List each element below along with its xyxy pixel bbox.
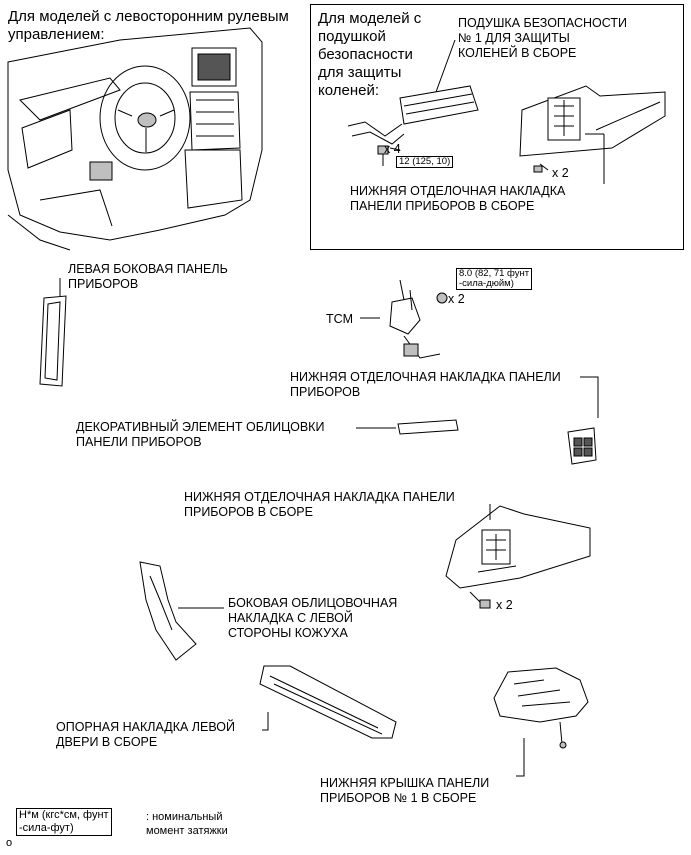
inset-lower-finish-panel-part: [519, 85, 666, 184]
inset-screw-count: x 2: [552, 166, 569, 180]
ornament-label: ДЕКОРАТИВНЫЙ ЭЛЕМЕНТ ОБЛИЦОВКИ ПАНЕЛИ ПР…: [76, 420, 325, 449]
tcm-bolt-count: x 2: [448, 292, 465, 306]
inset-torque-label: 12 (125, 10): [396, 156, 454, 168]
door-scuff-label: ОПОРНАЯ НАКЛАДКА ЛЕВОЙ ДВЕРИ В СБОРЕ: [56, 720, 235, 749]
legend-box: Н*м (кгс*см, фунт -сила-фут): [16, 808, 112, 836]
knee-airbag-label: ПОДУШКА БЕЗОПАСНОСТИ № 1 ДЛЯ ЗАЩИТЫ КОЛЕ…: [458, 16, 627, 60]
left-side-panel-label: ЛЕВАЯ БОКОВАЯ ПАНЕЛЬ ПРИБОРОВ: [68, 262, 228, 291]
under-cover-label: НИЖНЯЯ КРЫШКА ПАНЕЛИ ПРИБОРОВ № 1 В СБОР…: [320, 776, 490, 805]
lower-finish-panel-part: [567, 376, 599, 465]
ornament-part: [356, 419, 459, 435]
tcm-torque-label: 8.0 (82, 71 фунт -сила-дюйм): [456, 268, 533, 290]
under-cover-part: [493, 667, 589, 777]
knee-airbag-part: [347, 39, 479, 166]
inset-bolt-count: x 4: [384, 142, 401, 156]
lower-finish-assy-part: [445, 504, 591, 609]
lower-finish-assy-label: НИЖНЯЯ ОТДЕЛОЧНАЯ НАКЛАДКА ПАНЕЛИ ПРИБОР…: [184, 490, 455, 519]
lower-finish-assy-count: x 2: [496, 598, 513, 612]
cowl-side-trim-part: [139, 561, 224, 661]
left-side-panel-part: [39, 278, 67, 387]
tcm-part: [360, 279, 448, 359]
dashboard-illustration: [7, 27, 263, 251]
lower-finish-panel-label: НИЖНЯЯ ОТДЕЛОЧНАЯ НАКЛАДКА ПАНЕЛИ ПРИБОР…: [290, 370, 561, 399]
lhd-models-header: Для моделей с левосторонним рулевым упра…: [8, 8, 289, 43]
door-scuff-plate-part: [259, 665, 397, 739]
cowl-side-trim-label: БОКОВАЯ ОБЛИЦОВОЧНАЯ НАКЛАДКА С ЛЕВОЙ СТ…: [228, 596, 398, 640]
legend-text: : номинальный момент затяжки: [146, 811, 228, 837]
corner-mark: o: [6, 837, 13, 849]
knee-airbag-inset: [310, 4, 684, 250]
inset-header: Для моделей с подушкой безопасности для …: [318, 10, 422, 99]
inset-finish-panel-label: НИЖНЯЯ ОТДЕЛОЧНАЯ НАКЛАДКА ПАНЕЛИ ПРИБОР…: [350, 184, 566, 213]
tcm-label: TCM: [326, 312, 354, 326]
